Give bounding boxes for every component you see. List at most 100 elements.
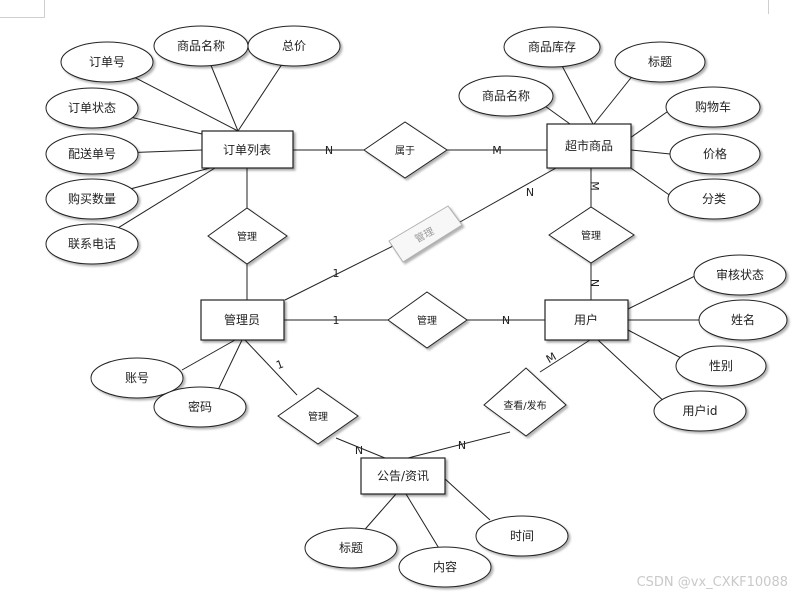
attr-gender-label: 性别	[709, 359, 733, 373]
attr-name: 姓名	[698, 299, 788, 341]
rel-manage-order: 管理	[207, 207, 288, 265]
attr-delivery-no: 配送单号	[45, 133, 139, 175]
attr-order-no-label: 订单号	[89, 55, 125, 69]
attr-price-label: 价格	[703, 146, 727, 161]
rel-manage-user-vertical-label: 管理	[581, 229, 601, 242]
rel-view-publish-label: 查看/发布	[503, 399, 546, 412]
card-admin-user-user: N	[502, 314, 510, 327]
card-product-user-top: M	[588, 181, 601, 191]
attr-notice-title: 标题	[304, 527, 398, 569]
entity-user-label: 用户	[574, 312, 598, 327]
attr-order-status-label: 订单状态	[68, 101, 116, 115]
attr-gender: 性别	[675, 345, 767, 387]
attr-time-label: 时间	[510, 529, 534, 543]
edge-title	[593, 68, 639, 125]
card-belongs-right: M	[492, 144, 502, 157]
attr-category-label: 分类	[702, 192, 726, 206]
rel-manage-notice: 管理	[277, 387, 359, 445]
attr-product-name-label: 商品名称	[482, 88, 530, 103]
edge-user-view	[539, 339, 591, 373]
edge-user-id	[597, 339, 669, 406]
attr-user-id: 用户id	[653, 390, 747, 432]
card-admin-notice-notice: N	[355, 444, 363, 457]
attr-quantity: 购买数量	[45, 178, 139, 220]
attr-phone-label: 联系电话	[68, 237, 116, 251]
watermark: CSDN @vx_CXKF10088	[636, 575, 788, 590]
attr-name-label: 姓名	[731, 312, 755, 327]
page-corner-mark	[0, 0, 45, 18]
edge-category	[627, 165, 676, 200]
attr-time: 时间	[475, 515, 569, 557]
attr-stock: 商品库存	[503, 26, 601, 68]
attr-account: 账号	[90, 357, 184, 399]
attr-quantity-label: 购买数量	[68, 191, 116, 206]
attr-phone: 联系电话	[45, 223, 139, 265]
attr-notice-title-label: 标题	[339, 541, 363, 555]
attr-password: 密码	[153, 386, 247, 428]
edge-manage-notice	[335, 437, 386, 459]
attr-cart-label: 购物车	[695, 99, 731, 114]
attr-content: 内容	[398, 546, 492, 588]
attr-total-price-label: 总价	[282, 39, 306, 53]
card-user-notice-notice: N	[458, 439, 466, 452]
attr-total-price: 总价	[247, 25, 341, 67]
edge-cart	[629, 106, 675, 139]
attr-delivery-no-label: 配送单号	[68, 146, 116, 161]
attr-stock-label: 商品库存	[528, 39, 576, 54]
attr-title: 标题	[614, 41, 706, 83]
attr-review-status-label: 审核状态	[716, 267, 764, 282]
rel-manage-product-faded: 管理	[388, 205, 463, 263]
attr-price: 价格	[669, 133, 761, 175]
card-admin-product-product: N	[526, 186, 534, 199]
card-admin-notice-admin: 1	[274, 357, 285, 372]
attr-user-id-label: 用户id	[683, 403, 718, 418]
entity-admin-label: 管理员	[224, 312, 260, 327]
edge-price	[630, 149, 671, 155]
rel-manage-notice-label: 管理	[308, 410, 328, 423]
attr-account-label: 账号	[125, 371, 149, 385]
edge-admin-manage-notice	[244, 339, 298, 396]
attr-order-no: 订单号	[60, 41, 154, 83]
card-user-notice-user: M	[544, 350, 559, 366]
entity-notice: 公告/资讯	[360, 457, 446, 495]
attr-product-name: 商品名称	[458, 75, 554, 117]
edge-faded-manage-product	[459, 167, 557, 223]
rel-manage-user-vertical: 管理	[548, 206, 635, 264]
rel-view-publish: 查看/发布	[483, 367, 567, 437]
entity-order-list-label: 订单列表	[223, 143, 271, 157]
entity-order-list: 订单列表	[201, 130, 294, 169]
attr-order-product-name: 商品名称	[153, 25, 249, 67]
rel-belongs-to-label: 属于	[395, 145, 415, 157]
edge-review-status	[627, 274, 698, 310]
card-admin-product-admin: 1	[333, 267, 340, 280]
entity-user: 用户	[544, 299, 629, 341]
attr-category: 分类	[667, 178, 761, 220]
card-admin-user-admin: 1	[333, 314, 340, 327]
attr-order-status: 订单状态	[45, 87, 139, 129]
edge-view-notice	[407, 431, 511, 459]
edge-time	[443, 477, 491, 521]
card-belongs-left: N	[325, 144, 333, 157]
edge-admin-faded-manage	[284, 244, 396, 301]
card-product-user-bottom: N	[588, 279, 601, 287]
attr-order-product-name-label: 商品名称	[177, 38, 225, 53]
attr-review-status: 审核状态	[693, 254, 787, 296]
attr-content-label: 内容	[433, 559, 457, 574]
entity-product-label: 超市商品	[565, 138, 613, 153]
edge-account	[181, 339, 236, 371]
entity-notice-label: 公告/资讯	[377, 469, 429, 483]
attr-title-label: 标题	[648, 55, 672, 69]
rel-manage-user-label: 管理	[417, 314, 437, 327]
rel-manage-user: 管理	[387, 291, 468, 349]
entity-product: 超市商品	[546, 123, 632, 169]
attr-password-label: 密码	[188, 399, 212, 414]
rel-manage-order-label: 管理	[237, 230, 257, 243]
page-margin-mark	[768, 0, 769, 14]
edge-content	[405, 493, 441, 551]
entity-admin: 管理员	[200, 299, 285, 341]
edge-notice-title	[359, 493, 397, 536]
edge-gender	[627, 329, 686, 361]
rel-belongs-to: 属于	[363, 121, 448, 179]
edge-password	[217, 339, 243, 391]
